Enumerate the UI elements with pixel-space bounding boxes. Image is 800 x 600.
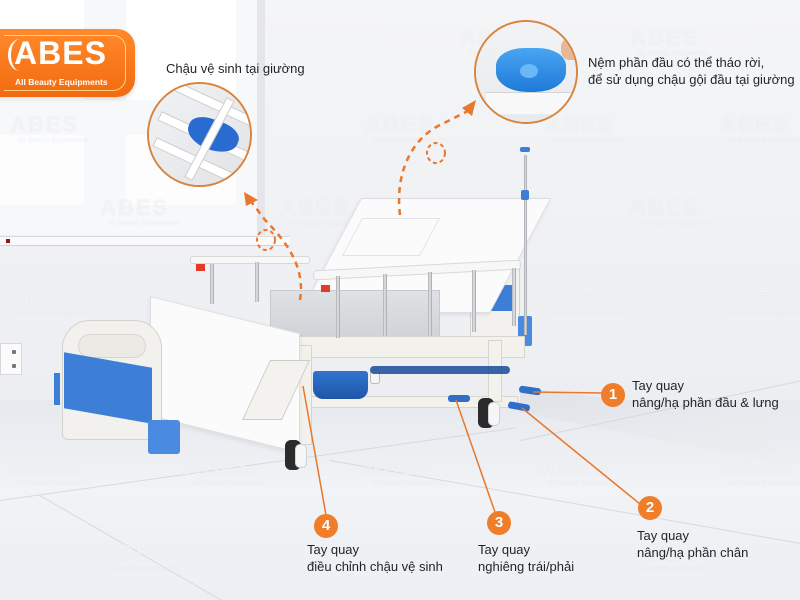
iv-pole-clamp	[521, 190, 529, 200]
rail-post	[255, 262, 259, 302]
iv-pole	[524, 155, 527, 335]
rail-post	[210, 264, 214, 304]
logo-tagline: All Beauty Equipments	[15, 77, 108, 87]
footboard-handle-cutout	[78, 334, 146, 358]
footboard-side-trim	[54, 373, 60, 405]
wall-outlet	[0, 343, 22, 375]
logo-title: ABES	[14, 35, 107, 71]
caster-wheel	[478, 398, 500, 428]
rail-latch[interactable]	[196, 264, 205, 271]
window-pane	[126, 0, 236, 100]
caption-line: để sử dụng chậu gội đầu tại giường	[588, 72, 795, 87]
badge-1: 1	[601, 383, 625, 407]
callout-description: nghiêng trái/phải	[478, 559, 575, 574]
rail-post	[512, 268, 516, 326]
badge-2: 2	[638, 496, 662, 520]
footboard-corner	[148, 420, 180, 454]
side-rail-rear[interactable]	[190, 256, 310, 264]
badge-3: 3	[487, 511, 511, 535]
rail-latch[interactable]	[321, 285, 330, 292]
hand	[561, 38, 576, 60]
caption-head-mattress: Nệm phần đầu có thể tháo rời, để sử dụng…	[588, 54, 795, 88]
callout-title: Tay quay	[637, 528, 690, 543]
detail-circle-toilet-basin	[147, 82, 252, 187]
abes-logo: ABES All Beauty Equipments	[0, 29, 135, 97]
callout-title: Tay quay	[478, 542, 531, 557]
callout-4-text: Tay quay điều chỉnh chậu vệ sinh	[307, 541, 443, 575]
bed-head-panel	[486, 92, 571, 114]
window-pane	[0, 135, 84, 205]
rail-post	[472, 270, 476, 332]
crank-handle-tilt[interactable]	[448, 395, 470, 402]
drive-shaft	[370, 366, 510, 374]
rail-post	[336, 276, 340, 338]
callout-3-text: Tay quay nghiêng trái/phải	[478, 541, 574, 575]
window-sill	[0, 236, 290, 246]
callout-description: nâng/hạ phần đầu & lưng	[632, 395, 779, 410]
detail-circle-head-mattress	[474, 20, 578, 124]
caption-line: Nệm phần đầu có thể tháo rời,	[588, 55, 765, 70]
rail-post	[428, 272, 432, 336]
callout-description: nâng/hạ phần chân	[637, 545, 749, 560]
callout-title: Tay quay	[307, 542, 360, 557]
callout-2-text: Tay quay nâng/hạ phần chân	[637, 527, 748, 561]
iv-pole-top	[520, 147, 530, 152]
callout-description: điều chỉnh chậu vệ sinh	[307, 559, 443, 574]
logo-border	[4, 35, 126, 91]
toilet-basin	[313, 371, 368, 399]
caster-wheel	[285, 440, 307, 470]
callout-1-text: Tay quay nâng/hạ phần đầu & lưng	[632, 377, 779, 411]
callout-title: Tay quay	[632, 378, 685, 393]
logo-arc-icon	[8, 39, 32, 71]
badge-4: 4	[314, 514, 338, 538]
rail-post	[383, 274, 387, 336]
sill-marker	[6, 239, 10, 243]
basin-drain	[520, 64, 538, 78]
caption-toilet-basin: Chậu vệ sinh tại giường	[166, 61, 305, 76]
